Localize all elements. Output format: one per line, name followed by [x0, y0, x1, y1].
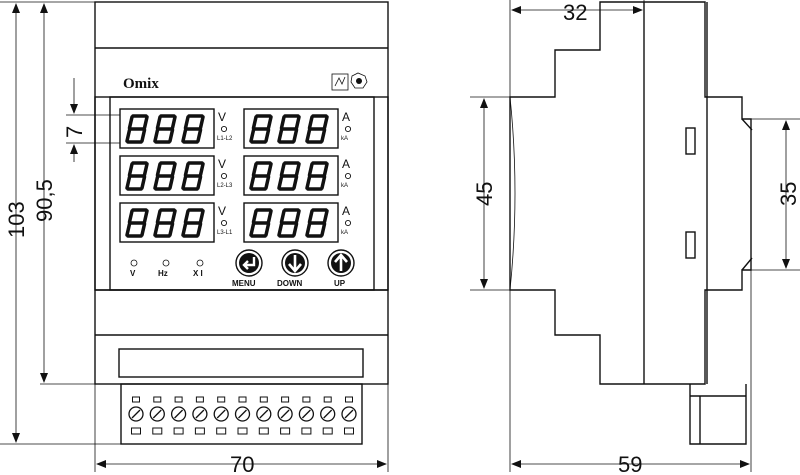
digit	[249, 161, 273, 191]
terminal-screw	[192, 396, 208, 435]
terminal-screw	[298, 396, 315, 435]
status-led	[220, 172, 228, 180]
up-arrow-icon	[334, 253, 348, 271]
status-led	[220, 219, 228, 227]
terminal-screw	[213, 396, 229, 435]
side-dimensions: 32 45 35 59	[470, 0, 800, 475]
digit	[125, 114, 149, 144]
terminal-screw	[277, 396, 293, 435]
digit	[181, 161, 205, 191]
digit	[153, 208, 177, 238]
terminal-block	[120, 383, 363, 445]
unit-label: V	[218, 204, 226, 218]
digit	[153, 114, 177, 144]
digit	[125, 161, 149, 191]
digit	[249, 114, 273, 144]
unit-label: A	[342, 110, 350, 124]
digit	[181, 114, 205, 144]
status-led	[220, 125, 228, 133]
indicator-xi-label: X I	[193, 269, 203, 278]
status-led	[344, 219, 352, 227]
terminal-screw	[170, 396, 187, 435]
digit-height-label: 7	[62, 126, 87, 138]
status-led	[344, 125, 352, 133]
quality-mark-icon	[350, 72, 368, 89]
height-total-label: 103	[4, 201, 29, 238]
down-button[interactable]: DOWN	[277, 249, 309, 288]
sub-label: L2-L3	[217, 183, 233, 189]
down-button-label: DOWN	[277, 279, 303, 288]
sub-label: kA	[341, 136, 348, 142]
height-inner-label: 90,5	[32, 179, 57, 222]
indicator-hz-label: Hz	[158, 269, 168, 278]
depth-top-label: 32	[563, 0, 587, 25]
sub-label: L1-L2	[217, 136, 233, 142]
down-arrow-icon	[288, 255, 302, 273]
digit	[277, 208, 301, 238]
digit	[277, 161, 301, 191]
side-height-label: 45	[472, 182, 497, 206]
digit	[249, 208, 273, 238]
digit	[153, 161, 177, 191]
up-button-label: UP	[334, 279, 346, 288]
sub-label: L3-L1	[217, 230, 233, 236]
status-led	[344, 172, 352, 180]
terminal-screw	[234, 396, 251, 435]
digit	[277, 114, 301, 144]
indicator-v-label: V	[130, 269, 136, 278]
left-display-1: V L1-L2	[119, 108, 233, 149]
unit-label: V	[218, 157, 226, 171]
right-display-1: AkA	[243, 108, 352, 149]
digit	[305, 208, 329, 238]
terminal-screw	[341, 396, 357, 435]
sub-label: kA	[341, 230, 348, 236]
up-button[interactable]: UP	[327, 249, 355, 288]
certification-logo	[331, 73, 349, 91]
terminal-screw	[256, 396, 272, 435]
terminal-screw	[149, 396, 165, 435]
unit-label: A	[342, 204, 350, 218]
digit	[125, 208, 149, 238]
menu-button-label: MENU	[232, 279, 256, 288]
right-display-2: AkA	[243, 155, 352, 196]
left-display-3: V L3-L1	[119, 202, 233, 243]
depth-total-label: 59	[618, 452, 642, 475]
terminal-screw	[128, 396, 144, 435]
unit-label: A	[342, 157, 350, 171]
digit	[181, 208, 205, 238]
din-rail-label: 35	[776, 182, 800, 206]
digit	[305, 161, 329, 191]
sub-label: kA	[341, 183, 348, 189]
right-display-3: AkA	[243, 202, 352, 243]
side-view	[509, 1, 800, 445]
menu-button[interactable]: MENU	[232, 249, 263, 288]
indicator-row: V Hz X I	[130, 259, 204, 278]
unit-label: V	[218, 110, 226, 124]
brand-name: Omix	[123, 76, 159, 92]
left-display-2: V L2-L3	[119, 155, 233, 196]
enter-arrow-icon	[242, 257, 256, 270]
front-dimensions: 103 90,5 7 70	[0, 1, 389, 475]
width-label: 70	[230, 452, 254, 475]
terminal-screw	[320, 396, 336, 435]
digit	[305, 114, 329, 144]
